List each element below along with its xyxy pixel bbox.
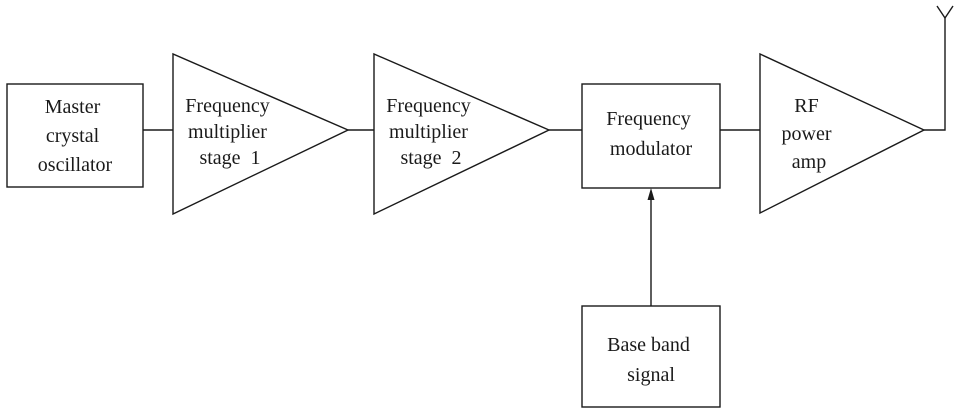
block-frequency-modulator: Frequency modulator [581, 83, 721, 189]
multiplier-2-label-line-2: multiplier [389, 121, 468, 143]
svg-text:Master crystal osc: Master crystal oscillator [38, 96, 113, 176]
arrowhead-into-modulator [647, 188, 655, 200]
block-base-band-signal: Base band signal [581, 305, 721, 408]
svg-text:Base band signal: Base band signal [607, 334, 695, 386]
svg-text:Frequency modulator: Frequency modulator [606, 108, 695, 160]
multiplier-2-label-line-3: stage 2 [400, 147, 461, 169]
modulator-label-line-1: Frequency [606, 108, 690, 130]
svg-text:RF power amp: RF power amp [782, 95, 837, 173]
modulator-label-line-2: modulator [610, 138, 693, 160]
multiplier-1-label-line-2: multiplier [188, 121, 267, 143]
block-frequency-multiplier-stage-1: Frequency multiplier stage 1 [172, 52, 350, 216]
antenna-icon [936, 5, 954, 19]
baseband-label-line-1: Base band [607, 334, 690, 356]
multiplier-2-label-line-1: Frequency [386, 95, 470, 117]
svg-text:Frequency multiplier: Frequency multiplier stage 1 [185, 95, 274, 169]
multiplier-1-label-line-3: stage 1 [199, 147, 260, 169]
rf-amp-label-line-3: amp [792, 151, 826, 173]
master-oscillator-label-line-3: oscillator [38, 154, 113, 176]
block-rf-power-amp: RF power amp [759, 52, 926, 215]
block-master-crystal-oscillator: Master crystal oscillator [6, 83, 144, 188]
block-frequency-multiplier-stage-2: Frequency multiplier stage 2 [373, 52, 551, 216]
rf-amp-label-line-2: power [782, 123, 832, 145]
rf-amp-label-line-1: RF [794, 95, 818, 117]
wire-rf-amp-to-antenna [924, 18, 946, 131]
baseband-label-line-2: signal [627, 364, 675, 386]
master-oscillator-label-line-2: crystal [46, 125, 100, 147]
master-oscillator-label-line-1: Master [45, 96, 101, 118]
multiplier-1-label-line-1: Frequency [185, 95, 269, 117]
svg-text:Frequency multiplier: Frequency multiplier stage 2 [386, 95, 475, 169]
